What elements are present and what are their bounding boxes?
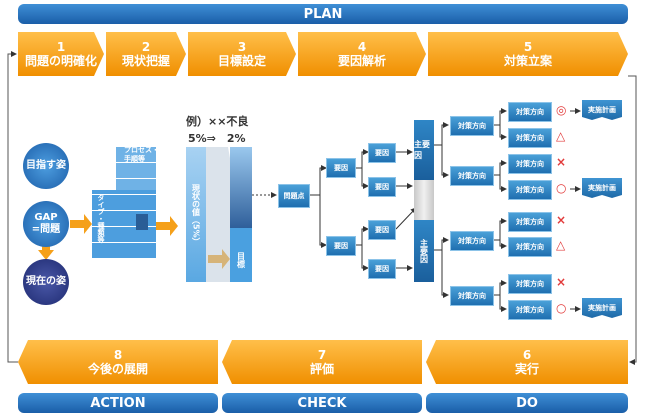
direction-box: 対策方向	[508, 274, 552, 294]
direction-box: 対策方向	[508, 154, 552, 174]
action-label: ACTION	[90, 395, 146, 411]
countermeasure-box: 対策方向	[450, 166, 494, 186]
direction-box: 対策方向	[508, 102, 552, 122]
factor-box: 要因	[368, 220, 396, 240]
factor-box: 要因	[368, 259, 396, 279]
direction-box: 対策方向	[508, 300, 552, 320]
fair-mark: △	[556, 129, 566, 143]
problem-box: 問題点	[278, 184, 310, 208]
countermeasure-box: 対策方向	[450, 286, 494, 306]
target-values: 5%⇒ 2%	[188, 132, 246, 145]
goal-circle: 目指す姿	[23, 143, 69, 189]
do-label: DO	[516, 395, 538, 411]
implementation-plan-doc: 実施計画	[582, 298, 622, 318]
action-phase-bar: ACTION	[18, 393, 218, 413]
direction-box: 対策方向	[508, 237, 552, 257]
process-grid	[92, 146, 156, 258]
direction-box: 対策方向	[508, 212, 552, 232]
current-value-bar: 現状の値（5%）	[186, 147, 206, 282]
bad-mark: ×	[556, 213, 567, 227]
goal-bar: 目標	[230, 147, 252, 282]
excellent-mark: ◎	[556, 103, 567, 117]
target-example: 例）××不良	[186, 115, 249, 128]
direction-box: 対策方向	[508, 128, 552, 148]
main-factor-box: 主要因	[414, 120, 434, 180]
plan-label: PLAN	[303, 6, 343, 22]
bad-mark: ×	[556, 155, 567, 169]
factor-box: 要因	[368, 177, 396, 197]
main-factor-box: 主要因	[414, 220, 434, 282]
factor-box: 要因	[368, 143, 396, 163]
factor-box: 要因	[326, 236, 356, 256]
check-phase-bar: CHECK	[222, 393, 422, 413]
implementation-plan-doc: 実施計画	[582, 100, 622, 120]
countermeasure-box: 対策方向	[450, 231, 494, 251]
countermeasure-box: 対策方向	[450, 116, 494, 136]
type-label: タイプ・種類等	[97, 194, 105, 243]
check-label: CHECK	[297, 395, 347, 411]
good-mark: ○	[556, 181, 567, 195]
direction-box: 対策方向	[508, 180, 552, 200]
current-circle: 現在の姿	[23, 259, 69, 305]
good-mark: ○	[556, 301, 567, 315]
main-factor-gap	[414, 180, 434, 220]
process-label: プロセス・ 手順等	[124, 146, 159, 163]
plan-phase-bar: PLAN	[18, 4, 628, 24]
bad-mark: ×	[556, 275, 567, 289]
implementation-plan-doc: 実施計画	[582, 178, 622, 198]
gap-circle: GAP =問題	[23, 201, 69, 247]
do-phase-bar: DO	[426, 393, 628, 413]
fair-mark: △	[556, 238, 566, 252]
factor-box: 要因	[326, 158, 356, 178]
